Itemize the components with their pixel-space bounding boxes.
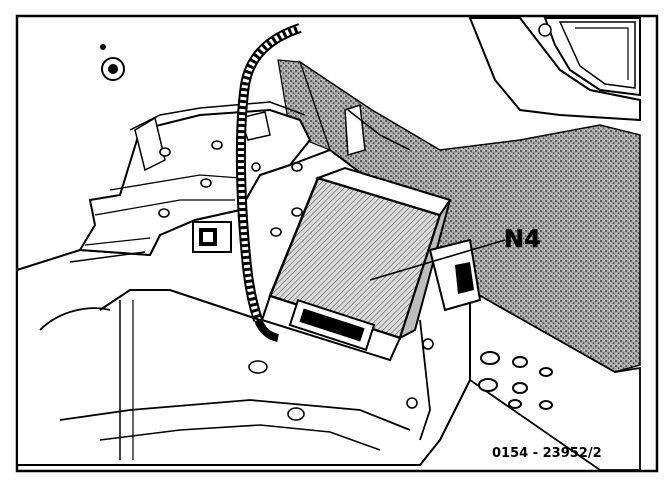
- seat-rail-frame: [543, 17, 641, 97]
- floor-plate-holes: [478, 351, 553, 410]
- seat-bolt: [538, 23, 552, 37]
- figure-reference-number: 0154 - 23952/2: [492, 446, 602, 461]
- control-unit-n4: [260, 166, 452, 362]
- upper-carpet-strip: [277, 59, 331, 152]
- door-sill-trim: [468, 17, 641, 122]
- bracket-holes: [158, 140, 305, 421]
- bolt: [101, 57, 125, 81]
- callout-label-n4: N4: [504, 225, 541, 253]
- callout-leader-line: [369, 239, 506, 281]
- mounting-bracket: [78, 108, 312, 257]
